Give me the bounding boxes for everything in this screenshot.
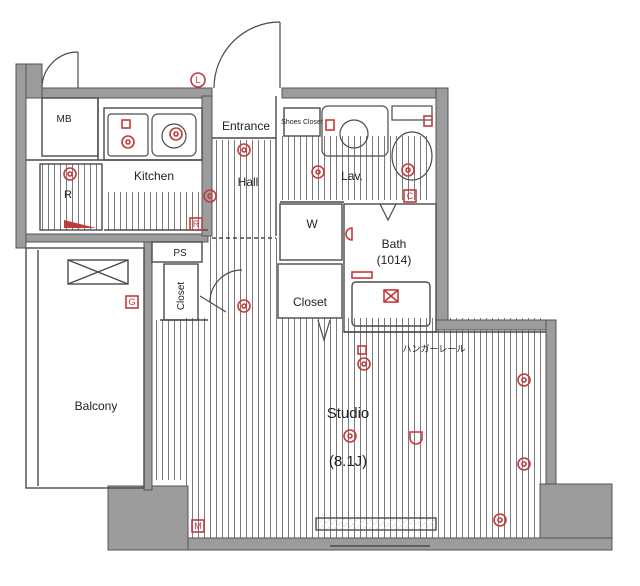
wall-right-upper — [435, 87, 449, 325]
wall-mid-column — [201, 95, 213, 237]
wall-bottom-left-block — [107, 485, 189, 551]
wall-balcony-inner — [143, 241, 153, 491]
wall-top-right — [281, 87, 445, 99]
closet-door — [199, 295, 227, 313]
mb-label: MB — [57, 114, 72, 125]
flooring — [42, 136, 546, 538]
hall-door-arc — [209, 269, 243, 303]
refrigerator-label: R — [64, 189, 72, 201]
counter — [103, 107, 203, 161]
washer-box — [279, 203, 343, 261]
washer-label: W — [306, 217, 318, 231]
shoes-closet-label: Shoes Closet — [281, 119, 323, 126]
switch-icon — [325, 119, 335, 131]
mark-r-icon: R — [189, 217, 203, 231]
hall-label: Hall — [238, 175, 259, 189]
fridge-mark-icon — [64, 220, 96, 228]
ceiling-light-icon — [493, 513, 507, 527]
mark-l-icon: L — [190, 72, 206, 88]
closet-center-door — [317, 319, 331, 343]
wall-kitchen-bottom — [25, 233, 209, 243]
ceiling-light-icon — [517, 373, 531, 387]
doors — [41, 21, 397, 343]
balcony-label: Balcony — [75, 399, 118, 413]
entrance-label: Entrance — [222, 119, 270, 133]
svg-text:C: C — [407, 191, 414, 201]
svg-text:R: R — [193, 219, 200, 229]
outlet-icon — [409, 431, 423, 445]
bath-label: Bath — [382, 237, 407, 251]
ceiling-light-icon — [343, 429, 357, 443]
corridor-floor — [150, 320, 186, 480]
kitchen-label: Kitchen — [134, 169, 174, 183]
bath-size-label: (1014) — [377, 253, 412, 267]
lav-basin — [321, 105, 389, 157]
switch-icon — [423, 115, 433, 127]
svg-text:M: M — [194, 521, 202, 531]
ceiling-light-icon — [401, 163, 415, 177]
kitchen-sink — [151, 113, 197, 157]
room-labels: MB Entrance Shoes Closet Kitchen Hall La… — [57, 114, 466, 470]
shoes-closet-box — [283, 107, 321, 137]
mark-c-icon: C — [403, 189, 417, 203]
bathtub — [351, 281, 431, 327]
wall-left — [15, 63, 27, 249]
fixtures — [107, 105, 433, 181]
svg-text:G: G — [128, 297, 135, 307]
walls — [15, 63, 613, 551]
fridge-box — [39, 163, 103, 231]
ceiling-light-icon — [517, 457, 531, 471]
wall-right-step — [435, 319, 555, 331]
lav-bowl — [339, 119, 369, 149]
partitions — [25, 96, 546, 547]
ceiling-light-icon — [311, 165, 325, 179]
center-closet-box — [277, 263, 343, 319]
switch-icon — [357, 345, 367, 355]
mark-g-icon: G — [125, 295, 139, 309]
entrance-door-arc — [213, 21, 281, 89]
window-sill — [315, 517, 437, 531]
switch-icon — [121, 119, 131, 129]
toilet-bowl — [391, 131, 433, 181]
mb-door-arc — [41, 51, 79, 89]
ceiling-light-icon — [237, 143, 251, 157]
studio-label: Studio — [327, 405, 370, 422]
ceiling-light-icon — [203, 189, 217, 203]
ceiling-light-icon — [121, 135, 135, 149]
ac-unit — [67, 259, 129, 285]
studio-size-label: (8.1J) — [329, 453, 367, 470]
closet-center-label: Closet — [293, 295, 328, 309]
bath-door — [379, 203, 397, 222]
wall-top-left — [15, 87, 213, 99]
outlet-icon — [345, 227, 353, 241]
switch-icon — [351, 271, 373, 279]
bath-box — [343, 203, 437, 333]
ps-label: PS — [173, 248, 187, 259]
mark-m-icon: M — [191, 519, 205, 533]
ac-cross-2 — [67, 259, 129, 285]
wall-right — [545, 319, 557, 493]
hall-floor — [210, 140, 276, 238]
stove — [107, 113, 149, 157]
ceiling-light-icon — [169, 127, 183, 141]
sink-basin — [161, 123, 187, 149]
svg-text:L: L — [195, 75, 200, 85]
ceiling-light-icon — [357, 357, 371, 371]
closet-left-label: Closet — [176, 282, 187, 311]
hanger-rail-label: ハンガーレール — [402, 344, 465, 354]
ceiling-light-icon — [237, 299, 251, 313]
studio-floor-upper — [210, 238, 278, 320]
wall-bottom-right-block — [539, 483, 613, 549]
toilet-tank — [391, 105, 433, 121]
lavatory-label: Lav. — [341, 169, 363, 183]
switch-icon — [383, 289, 399, 303]
electrical-symbols: L G C R M — [63, 72, 531, 533]
mb-box — [41, 97, 99, 157]
ps-box — [151, 241, 203, 263]
balcony-box — [25, 247, 145, 489]
ceiling-light-icon — [63, 167, 77, 181]
